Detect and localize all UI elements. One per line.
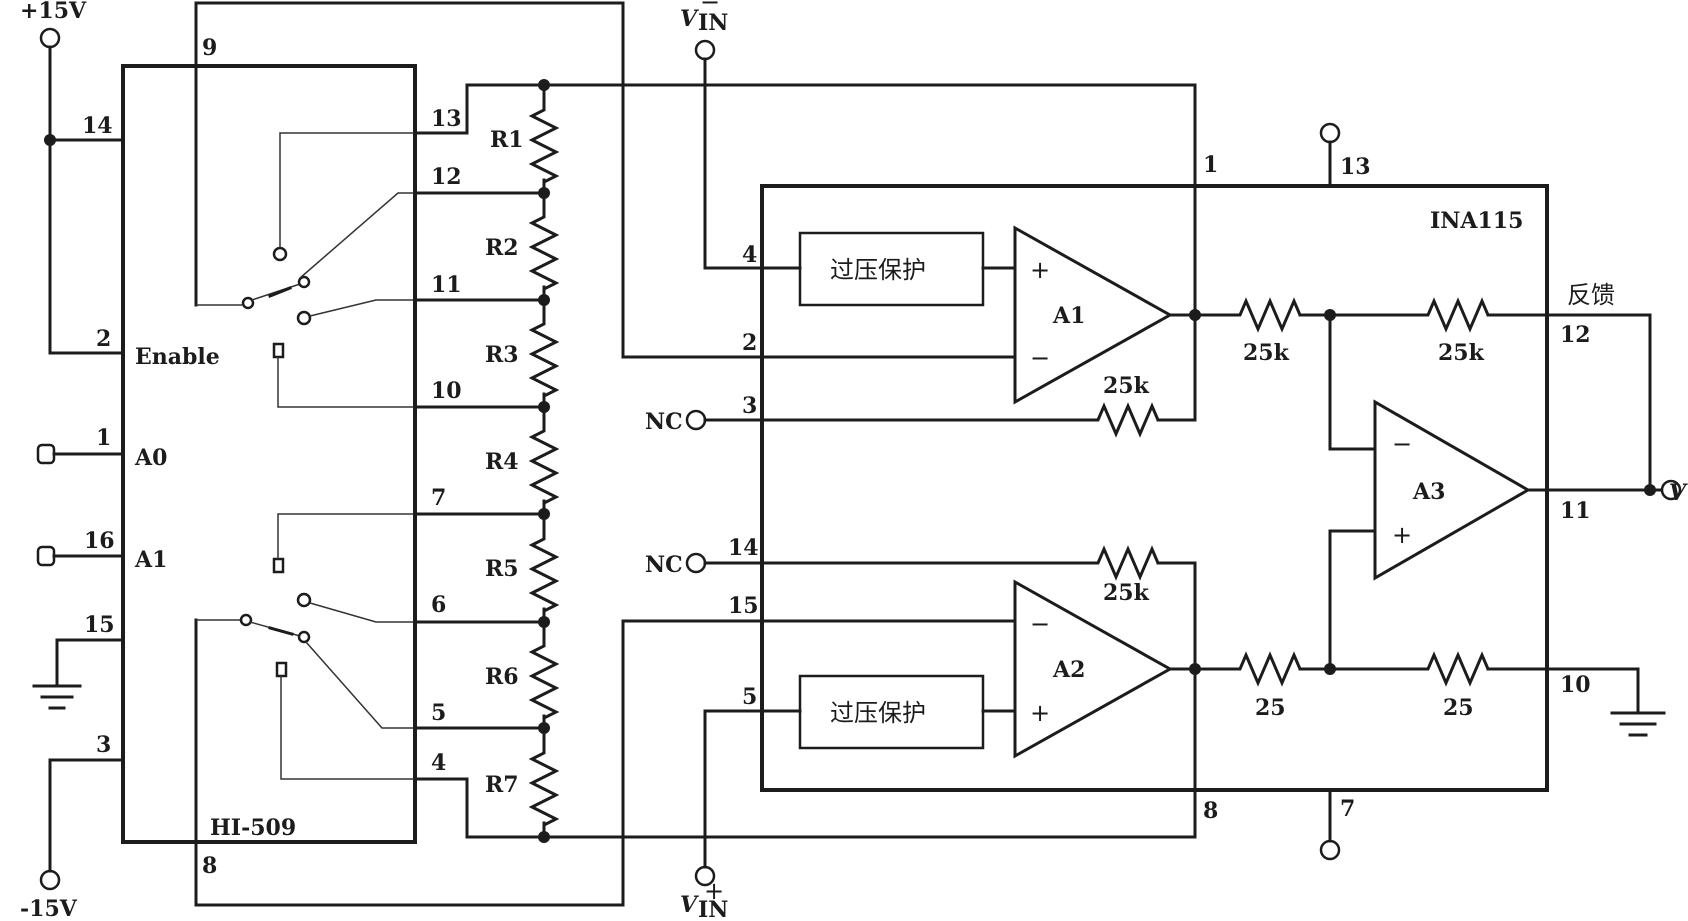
mux-pin-5: 5 xyxy=(431,700,446,726)
opamp-a2 xyxy=(1013,579,1174,759)
a3-minus: − xyxy=(1392,430,1412,458)
ina-pin-15: 15 xyxy=(728,593,759,619)
nc-pin3-terminal[interactable] xyxy=(685,409,707,431)
ina-pin-2: 2 xyxy=(742,330,757,356)
vneg-label: -15V xyxy=(20,896,78,921)
r-top-right-label: 25k xyxy=(1438,340,1485,366)
r-bottom-left-label: 25 xyxy=(1255,695,1286,721)
vpos-label: +15V xyxy=(20,0,87,24)
mux-pin-11: 11 xyxy=(431,272,462,298)
a3-label: A3 xyxy=(1412,479,1445,505)
mux-pin-7: 7 xyxy=(431,485,446,511)
overvoltage-protect-bottom-label: 过压保护 xyxy=(830,699,926,727)
ina-pin-10: 10 xyxy=(1560,672,1591,698)
mux-pin-6: 6 xyxy=(431,592,446,618)
mux-pin-3: 3 xyxy=(96,732,111,758)
a1-minus: − xyxy=(1030,344,1050,372)
resistor-r5-label: R5 xyxy=(485,556,519,582)
vin-plus-v: V xyxy=(680,892,699,918)
ina-pin-3: 3 xyxy=(742,393,757,419)
vin-minus-v: V xyxy=(680,6,699,32)
ina-pin7-terminal[interactable] xyxy=(1319,839,1341,861)
resistor-r4-label: R4 xyxy=(485,449,519,475)
mux-switch-b xyxy=(196,513,415,780)
ina-pin-13: 13 xyxy=(1340,154,1371,180)
mux-pin-12: 12 xyxy=(431,164,462,190)
ina-pin-1: 1 xyxy=(1203,152,1218,178)
mux-pin-16: 16 xyxy=(84,528,115,554)
mux-pin-14: 14 xyxy=(82,113,113,139)
a1-plus: + xyxy=(1030,256,1050,284)
mux-ground xyxy=(32,638,125,710)
a1-label: A1 xyxy=(1052,303,1085,329)
mux-pin-10: 10 xyxy=(431,378,462,404)
negative-supply: -15V xyxy=(20,758,125,921)
ina-pin-5: 5 xyxy=(742,684,757,710)
a2-label: A2 xyxy=(1052,657,1085,683)
vin-plus-sub: IN xyxy=(698,897,728,921)
nc-pin14-terminal[interactable] xyxy=(685,552,707,574)
resistor-r3-label: R3 xyxy=(485,342,519,368)
nc-pin14-label: NC xyxy=(645,552,683,578)
mux-pin-4: 4 xyxy=(431,750,446,776)
mux-pin-13: 13 xyxy=(431,106,462,132)
vin-plus-sign: + xyxy=(704,877,724,905)
ina-chip-name: INA115 xyxy=(1430,208,1523,234)
mux-pin-2: 2 xyxy=(96,326,111,352)
vin-minus-terminal[interactable] xyxy=(694,39,716,61)
vneg-terminal[interactable] xyxy=(39,869,61,891)
ina-feedback-label: 反馈 xyxy=(1567,281,1615,309)
resistor-r7-label: R7 xyxy=(485,772,519,798)
a0-terminal[interactable] xyxy=(36,443,56,465)
mux-a0-label: A0 xyxy=(134,445,167,471)
a2-plus: + xyxy=(1030,699,1050,727)
mux-a1-label: A1 xyxy=(134,547,167,573)
ina-pin-8: 8 xyxy=(1203,798,1218,824)
ina-pin-12: 12 xyxy=(1560,322,1591,348)
mux-pin-8: 8 xyxy=(202,853,217,879)
ina-pin-4: 4 xyxy=(742,242,757,268)
a3-plus: + xyxy=(1392,521,1412,549)
ina-pin-11: 11 xyxy=(1560,498,1591,524)
resistor-ladder: R1 R2 R3 R4 R5 R6 R7 xyxy=(485,79,558,843)
ina-pin-14: 14 xyxy=(728,535,759,561)
a2-minus: − xyxy=(1030,610,1050,638)
address-inputs xyxy=(36,443,125,567)
r-top-left-label: 25k xyxy=(1243,340,1290,366)
vin-minus-sub: IN xyxy=(698,10,728,36)
mux-pin-9: 9 xyxy=(202,35,217,61)
vin-plus-input: V IN + xyxy=(680,709,802,921)
nc-pin3-label: NC xyxy=(645,409,683,435)
a1-terminal[interactable] xyxy=(36,545,56,567)
r-feedback-a1-label: 25k xyxy=(1103,373,1150,399)
vo-terminal[interactable] xyxy=(1660,479,1682,501)
ina115-chip-body xyxy=(760,184,1549,792)
opamp-a3 xyxy=(1373,399,1532,581)
vpos-terminal[interactable] xyxy=(39,27,61,49)
vo-v: V xyxy=(1669,480,1688,506)
resistor-r6-label: R6 xyxy=(485,664,519,690)
positive-supply: +15V xyxy=(20,0,125,355)
r-bottom-right-label: 25 xyxy=(1443,695,1474,721)
mux-pin-1: 1 xyxy=(96,425,111,451)
vin-minus-input: V IN − xyxy=(680,0,802,270)
mux-chip-name: HI-509 xyxy=(210,815,296,841)
mux-enable-label: Enable xyxy=(135,344,220,370)
mux-pin-15: 15 xyxy=(84,612,115,638)
opamp-a1 xyxy=(1013,225,1174,405)
ina-pin-7: 7 xyxy=(1340,796,1355,822)
resistor-r1-label: R1 xyxy=(490,127,524,153)
resistor-r2-label: R2 xyxy=(485,235,519,261)
overvoltage-protect-top-label: 过压保护 xyxy=(830,256,926,284)
ina-pin13-terminal[interactable] xyxy=(1319,122,1341,144)
mux-switch-a xyxy=(196,132,415,408)
vin-minus-sign: − xyxy=(700,0,720,16)
r-feedback-a2-label: 25k xyxy=(1103,580,1150,606)
